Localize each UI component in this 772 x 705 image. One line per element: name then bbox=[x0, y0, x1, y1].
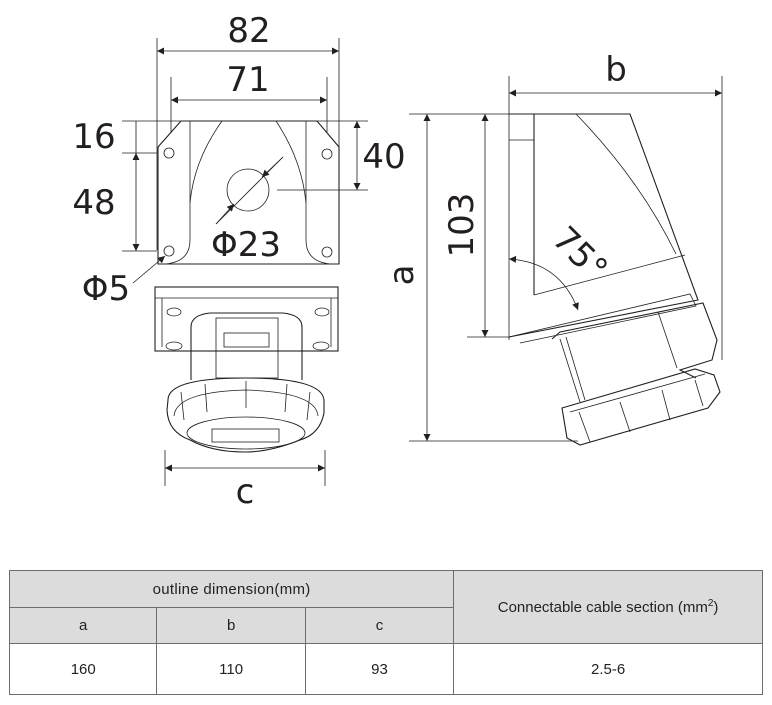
mounting-hole bbox=[321, 148, 333, 160]
side-socket-cap bbox=[561, 368, 721, 446]
dim-cable-entry-diameter: Φ23 bbox=[211, 225, 281, 265]
mounting-plate bbox=[157, 120, 340, 265]
dim-depth-label: b bbox=[605, 50, 627, 90]
dim-top-offset: 16 bbox=[72, 117, 115, 157]
dim-hole-spacing-width: 71 bbox=[226, 60, 269, 100]
cable-unit-suffix: ) bbox=[713, 599, 719, 616]
dim-tilt-angle: 75° bbox=[544, 219, 615, 290]
mounting-hole bbox=[321, 246, 333, 258]
housing-body bbox=[508, 113, 699, 338]
column-header-c: c bbox=[304, 607, 455, 644]
mounting-hole bbox=[163, 147, 175, 159]
socket-neck bbox=[190, 312, 303, 380]
value-c: 93 bbox=[304, 643, 455, 695]
spec-table: outline dimension(mm) Connectable cable … bbox=[8, 570, 763, 695]
angle-arc bbox=[508, 255, 579, 311]
housing-box bbox=[154, 286, 339, 352]
value-b: 110 bbox=[156, 643, 306, 695]
value-cable-section: 2.5-6 bbox=[453, 643, 763, 695]
cable-entry-hole bbox=[226, 168, 270, 212]
dim-body-height: 103 bbox=[442, 193, 482, 258]
dim-center-offset: 40 bbox=[362, 137, 405, 177]
mounting-hole bbox=[163, 245, 175, 257]
dim-hole-spacing-height: 48 bbox=[72, 183, 115, 223]
front-view: 82 71 16 48 40 Φ bbox=[72, 11, 405, 512]
column-header-b: b bbox=[156, 607, 306, 644]
group-header-outline-dimension: outline dimension(mm) bbox=[8, 570, 455, 608]
dim-overall-width: 82 bbox=[227, 11, 270, 51]
side-view: b a 103 75° bbox=[382, 50, 723, 446]
value-a: 160 bbox=[8, 643, 158, 695]
side-socket-body bbox=[551, 302, 718, 379]
column-header-a: a bbox=[8, 607, 158, 644]
cable-header-label: Connectable cable section bbox=[497, 599, 674, 616]
dim-width-label: c bbox=[236, 472, 255, 512]
table-row: 160 110 93 2.5-6 bbox=[8, 643, 763, 695]
dim-mounting-hole-diameter: Φ5 bbox=[82, 269, 130, 309]
dim-height-label: a bbox=[382, 265, 422, 286]
cable-unit-sup: 2 bbox=[707, 598, 714, 609]
socket-cap bbox=[166, 377, 325, 453]
technical-drawing: 82 71 16 48 40 Φ bbox=[72, 11, 723, 512]
header-cable-section: Connectable cable section (mm2) bbox=[453, 570, 763, 644]
cable-unit-prefix: (mm bbox=[677, 599, 708, 616]
